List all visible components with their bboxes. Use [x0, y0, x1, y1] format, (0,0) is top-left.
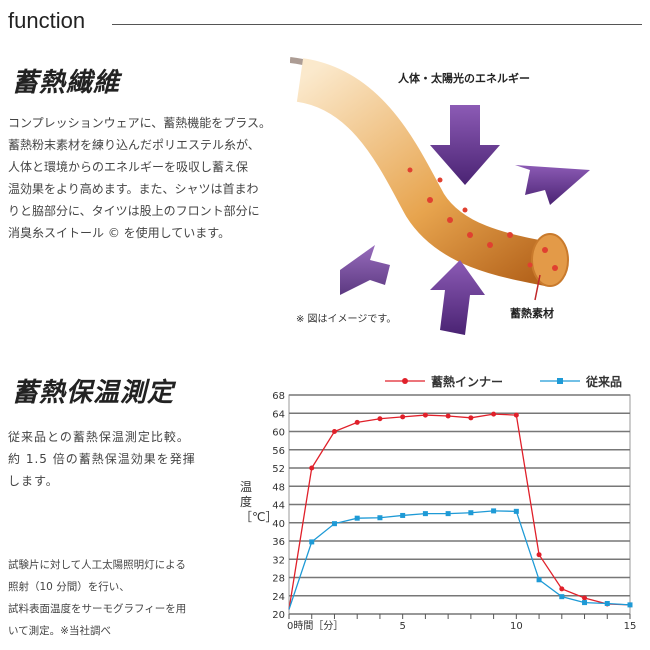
y-tick-label: 20: [272, 610, 285, 621]
legend-label-0: 蓄熱インナー: [431, 374, 503, 389]
measurement-title: 蓄熱保温測定: [12, 378, 175, 408]
data-point: [582, 600, 588, 606]
material-label: 蓄熱素材: [510, 307, 554, 320]
x-axis-label: 0時間［分］: [287, 620, 343, 632]
fiber-end: [531, 233, 569, 287]
legend-label-1: 従来品: [585, 374, 622, 389]
header-divider: [112, 24, 642, 25]
energy-arrow-right: [515, 165, 590, 205]
fiber-description: コンプレッションウェアに、蓄熱機能をプラス。 蓄熱粉末素材を練り込んだポリエステ…: [8, 116, 272, 240]
y-tick-label: 52: [272, 464, 285, 475]
fiber-title: 蓄熱繊維: [12, 68, 121, 98]
data-point: [445, 511, 451, 517]
data-point: [559, 586, 565, 592]
data-point: [468, 510, 474, 516]
data-point: [536, 577, 542, 583]
y-tick-label: 56: [272, 446, 285, 457]
y-tick-label: 68: [272, 391, 285, 402]
data-point: [513, 412, 519, 418]
measurement-description: 従来品との蓄熱保温測定比較。 約 1.5 倍の蓄熱保温効果を発揮 します。: [8, 430, 196, 488]
series-line-0: [288, 413, 631, 610]
y-tick-label: 48: [272, 482, 285, 493]
data-point: [354, 419, 360, 425]
data-point: [331, 429, 337, 434]
data-point: [400, 414, 406, 420]
data-point: [513, 508, 519, 514]
y-tick-label: 44: [272, 501, 285, 512]
x-tick-label: 10: [510, 621, 523, 632]
energy-arrow-bottom: [430, 260, 485, 335]
energy-arrow-top: [430, 105, 500, 185]
legend-marker: [402, 378, 408, 384]
x-tick-label: 5: [399, 621, 405, 632]
data-point: [309, 465, 315, 471]
energy-arrow-left: [340, 245, 390, 295]
fiber-illustration: [290, 57, 590, 335]
illustration-note: ※ 図はイメージです。: [296, 314, 397, 325]
data-point: [400, 512, 406, 518]
y-tick-label: 36: [272, 537, 285, 548]
data-point: [559, 594, 565, 600]
y-tick-label: 28: [272, 574, 285, 585]
data-point: [377, 515, 383, 521]
data-point: [604, 601, 610, 607]
y-tick-label: 64: [272, 409, 285, 420]
y-tick-label: 32: [272, 555, 285, 566]
series-line-1: [288, 510, 631, 610]
energy-label: 人体・太陽光のエネルギー: [398, 72, 530, 85]
data-point: [627, 602, 633, 608]
section-header: function: [8, 8, 86, 33]
data-point: [445, 413, 451, 419]
data-point: [377, 416, 383, 422]
y-tick-label: 40: [272, 519, 285, 530]
data-point: [331, 521, 337, 527]
data-point: [309, 539, 315, 545]
data-point: [468, 415, 474, 421]
data-point: [536, 552, 542, 558]
measurement-note: 試験片に対して人工太陽照明灯による 照射（10 分間）を行い、 試料表面温度をサ…: [8, 559, 187, 637]
y-tick-label: 24: [272, 592, 285, 603]
x-tick-label: 15: [624, 621, 637, 632]
data-point: [582, 595, 588, 601]
y-tick-label: 60: [272, 428, 285, 439]
data-point: [491, 411, 497, 417]
data-point: [354, 515, 360, 521]
data-point: [422, 412, 428, 418]
legend-marker: [557, 378, 563, 384]
data-point: [491, 508, 497, 514]
data-point: [422, 511, 428, 517]
